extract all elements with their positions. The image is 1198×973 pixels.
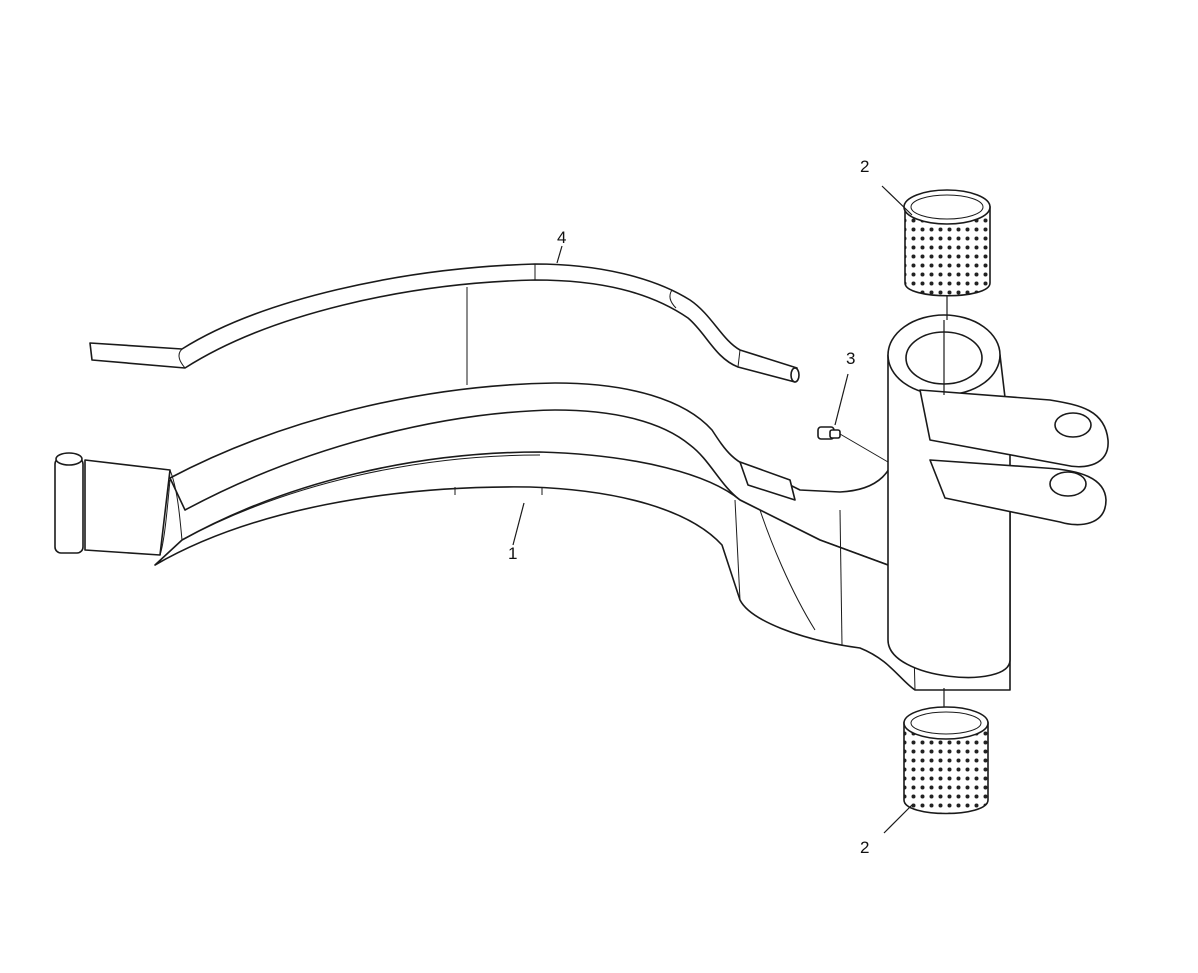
leader-line-2-bottom [883,804,913,834]
liner-strip-part-4 [89,263,800,383]
leader-line-4 [556,245,563,264]
needle-bearing-top-part-2 [903,189,991,297]
callout-part-2-top: 2 [860,157,870,176]
arm-body-part-1 [54,382,1011,691]
callout-part-3: 3 [846,349,856,368]
callout-part-2-bottom: 2 [860,838,870,857]
leader-line-3 [834,373,849,426]
pivot-hub [887,314,1109,710]
leader-line-2-top [881,185,913,216]
grease-nipple-part-3 [817,426,889,463]
callout-part-4: 4 [557,228,567,247]
needle-bearing-bottom-part-2 [903,706,989,815]
callout-part-1: 1 [508,544,518,563]
leader-line-1 [512,502,525,546]
